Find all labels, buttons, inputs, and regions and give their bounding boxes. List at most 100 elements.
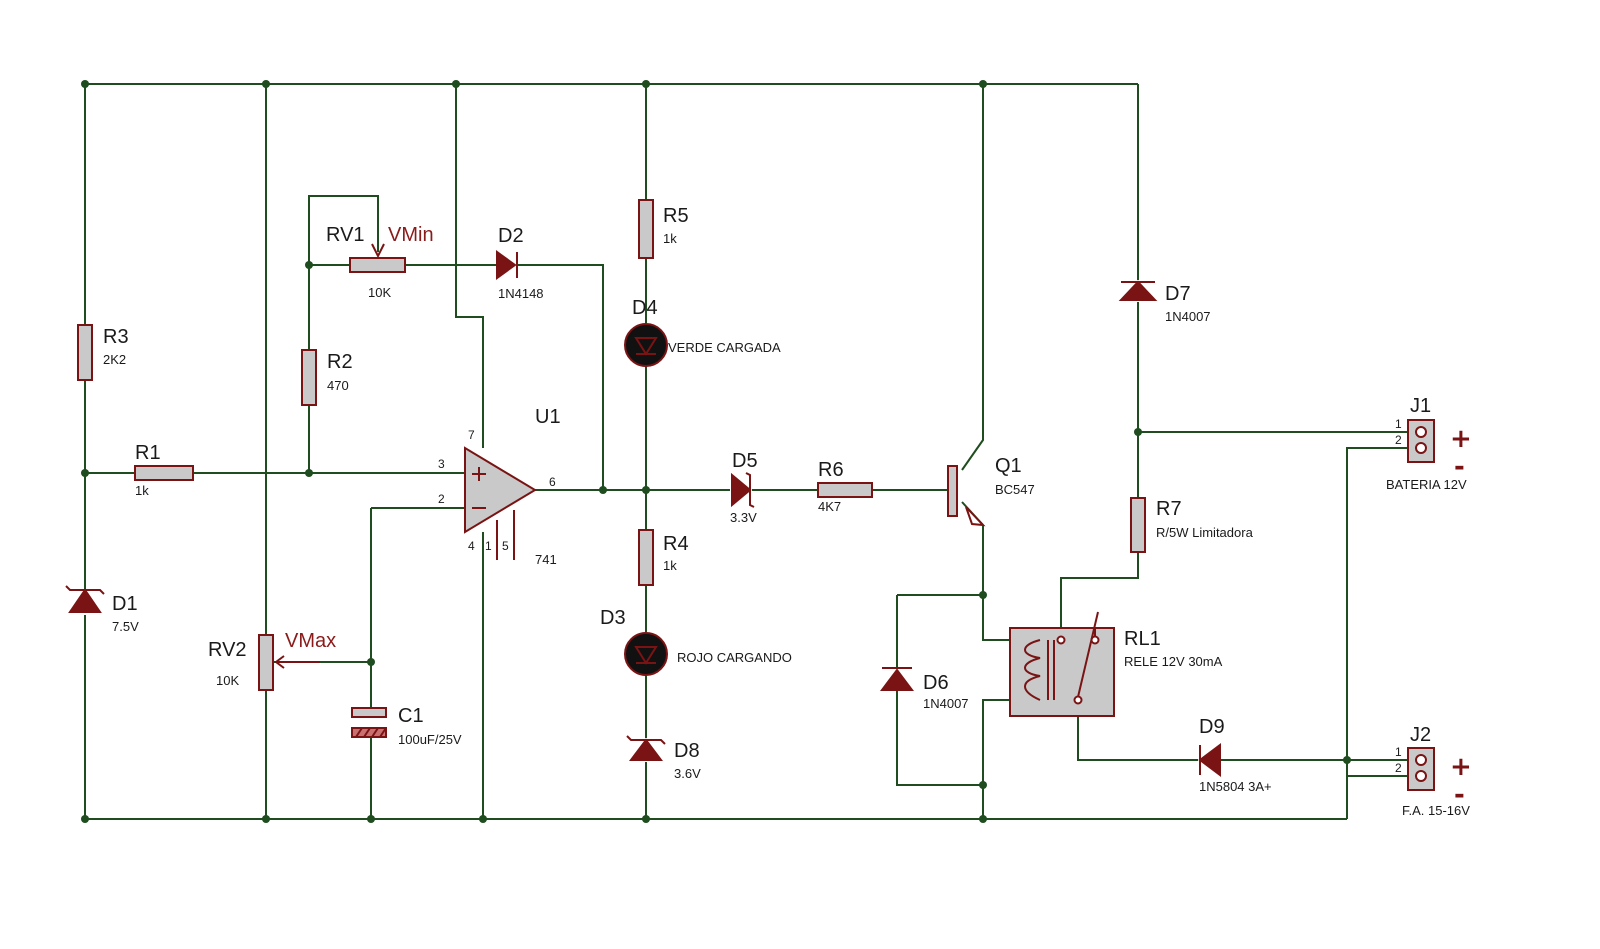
wire-coil-bottom (982, 699, 1010, 819)
d5-value: 3.3V (730, 510, 757, 525)
u1-pin-5: 5 (502, 539, 509, 553)
r1-value: 1k (135, 483, 149, 498)
q1-value: BC547 (995, 482, 1035, 497)
wires (84, 83, 1408, 820)
d9-ref: D9 (1199, 716, 1225, 738)
rl1-ref: RL1 (1124, 628, 1161, 650)
diode-d7: D7 1N4007 (1118, 280, 1211, 324)
wire-r7-bottom (1060, 552, 1139, 638)
d1-ref: D1 (112, 593, 138, 615)
capacitor-c1: C1 100uF/25V (351, 705, 462, 747)
r6-ref: R6 (818, 459, 844, 481)
resistor-r7: R7 R/5W Limitadora (1130, 497, 1254, 553)
r3-value: 2K2 (103, 352, 126, 367)
d2-value: 1N4148 (498, 286, 544, 301)
r7-value: R/5W Limitadora (1156, 525, 1254, 540)
r3-ref: R3 (103, 326, 129, 348)
j2-pin2-label: 2 (1395, 761, 1402, 775)
r2-value: 470 (327, 378, 349, 393)
j2-plus-symbol: + (1450, 752, 1472, 782)
resistor-r5: R5 1k (638, 199, 689, 259)
relay-rl1: RL1 RELE 12V 30mA (1009, 611, 1223, 717)
zener-d8: D8 3.6V (626, 735, 701, 781)
d8-value: 3.6V (674, 766, 701, 781)
u1-pin-2: 2 (438, 492, 445, 506)
r5-value: 1k (663, 231, 677, 246)
connector-j1: 1 2 J1 BATERIA 12V + - (1386, 395, 1472, 492)
j2-pin1-label: 1 (1395, 745, 1402, 759)
zener-d1: D1 7.5V (65, 585, 139, 634)
wire-rv1-loop (308, 195, 379, 265)
d7-ref: D7 (1165, 283, 1191, 305)
wire-j1-pin2 (1346, 447, 1408, 819)
resistor-r2: R2 470 (301, 349, 353, 406)
wire-opamp-pin7 (455, 84, 484, 448)
u1-value: 741 (535, 552, 557, 567)
opamp-u1: U1 741 7 3 2 6 4 1 5 (438, 406, 561, 567)
diode-d9: D9 1N5804 3A+ (1198, 716, 1272, 794)
transistor-q1: Q1 BC547 (947, 455, 1035, 527)
r5-ref: R5 (663, 205, 689, 227)
d6-value: 1N4007 (923, 696, 969, 711)
r4-value: 1k (663, 558, 677, 573)
d5-ref: D5 (732, 450, 758, 472)
wire-relay-d9 (1077, 700, 1198, 761)
rv2-ref: RV2 (208, 639, 247, 661)
d3-ref: D3 (600, 607, 626, 629)
rv1-tap-label: VMin (388, 224, 434, 246)
rv1-ref: RV1 (326, 224, 365, 246)
wire-d6-loop (897, 594, 1010, 641)
j1-value: BATERIA 12V (1386, 477, 1467, 492)
d9-value: 1N5804 3A+ (1199, 779, 1272, 794)
diode-d6: D6 1N4007 (880, 667, 969, 711)
c1-ref: C1 (398, 705, 424, 727)
j1-pin1-label: 1 (1395, 417, 1402, 431)
rv2-tap-label: VMax (285, 630, 336, 652)
rv1-value: 10K (368, 285, 391, 300)
r1-ref: R1 (135, 442, 161, 464)
connector-j2: 1 2 J2 F.A. 15-16V + - (1395, 724, 1472, 818)
c1-value: 100uF/25V (398, 732, 462, 747)
u1-pin-3: 3 (438, 457, 445, 471)
j2-ref: J2 (1410, 724, 1431, 746)
r4-ref: R4 (663, 533, 689, 555)
wire-d6-bottom (896, 690, 983, 786)
r6-value: 4K7 (818, 499, 841, 514)
q1-ref: Q1 (995, 455, 1022, 477)
j1-plus-symbol: + (1450, 424, 1472, 454)
j1-minus-symbol: - (1454, 452, 1465, 482)
resistor-r4: R4 1k (638, 529, 689, 586)
d4-value: VERDE CARGADA (668, 340, 781, 355)
u1-ref: U1 (535, 406, 561, 428)
wire-q1-collector (961, 84, 984, 471)
d2-ref: D2 (498, 225, 524, 247)
u1-pin-4: 4 (468, 539, 475, 553)
resistor-r6: R6 4K7 (817, 459, 873, 514)
r2-ref: R2 (327, 351, 353, 373)
u1-pin-1: 1 (485, 539, 492, 553)
potentiometer-rv2: RV2 10K VMax (208, 630, 336, 691)
diode-d2: D2 1N4148 (496, 225, 544, 301)
junctions (81, 80, 1351, 823)
wire-q1-emitter (961, 501, 984, 595)
resistor-r1: R1 1k (134, 442, 194, 498)
d1-value: 7.5V (112, 619, 139, 634)
d4-ref: D4 (632, 297, 658, 319)
u1-pin-7: 7 (468, 428, 475, 442)
rv2-value: 10K (216, 673, 239, 688)
j2-value: F.A. 15-16V (1402, 803, 1470, 818)
j2-minus-symbol: - (1454, 780, 1465, 810)
u1-pin-6: 6 (549, 475, 556, 489)
resistor-r3: R3 2K2 (77, 324, 129, 381)
d7-value: 1N4007 (1165, 309, 1211, 324)
zener-d5: D5 3.3V (730, 450, 758, 525)
d6-ref: D6 (923, 672, 949, 694)
d3-value: ROJO CARGANDO (677, 650, 792, 665)
wire-d2-right (517, 264, 604, 490)
rl1-value: RELE 12V 30mA (1124, 654, 1223, 669)
j1-pin2-label: 2 (1395, 433, 1402, 447)
led-d4: D4 VERDE CARGADA (624, 297, 781, 367)
r7-ref: R7 (1156, 498, 1182, 520)
d8-ref: D8 (674, 740, 700, 762)
